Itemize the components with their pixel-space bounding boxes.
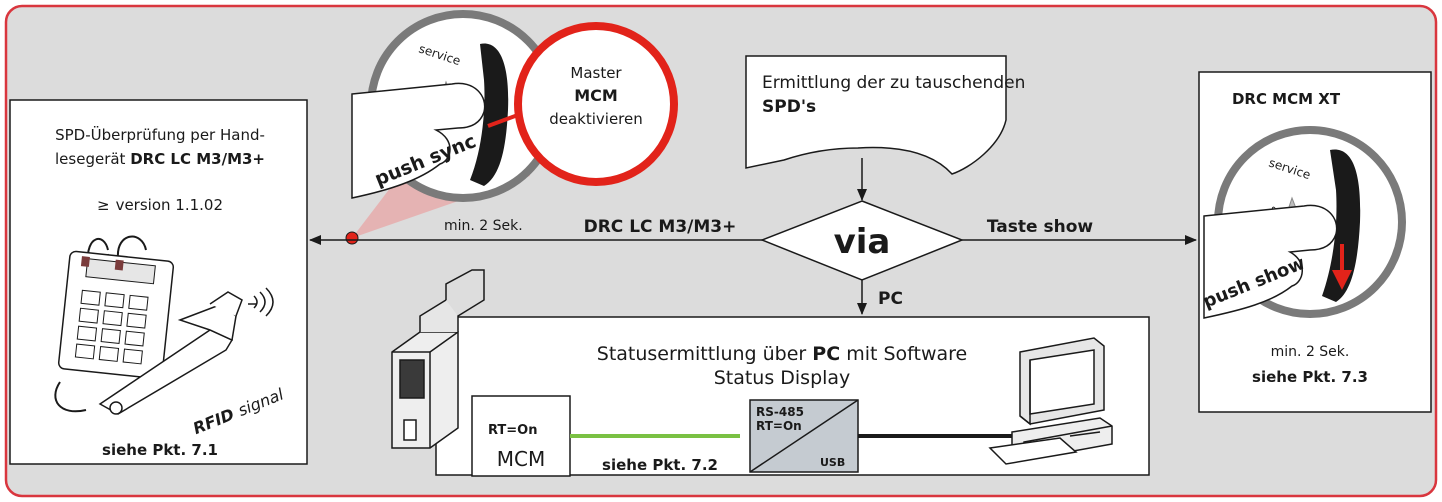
din-rail-device-icon [391, 269, 485, 449]
callout-line2: SPD's [762, 97, 816, 117]
converter-line2: RT=On [756, 419, 802, 433]
right-hand-icon [1203, 204, 1338, 319]
right-branch-label: Taste show [987, 217, 1093, 237]
left-box-line1: SPD-Überprüfung per Hand- [55, 125, 265, 144]
right-box-ref: siehe Pkt. 7.3 [1252, 368, 1368, 386]
mcm-label-box [471, 395, 571, 477]
rfid-signal-waves-icon [248, 287, 274, 317]
left-branch-label: DRC LC M3/M3+ [584, 217, 737, 237]
via-decision-diamond [759, 200, 965, 281]
right-box-title: DRC MCM XT [1232, 90, 1341, 108]
mcm-rt-label: RT=On [488, 423, 538, 438]
computer-icon [988, 337, 1113, 465]
callout-line1: Ermittlung der zu tauschenden [762, 73, 1025, 93]
hand-icon [351, 82, 486, 199]
left-box-version: ≥version 1.1.02 [97, 196, 223, 214]
converter-usb: USB [820, 456, 845, 469]
rfid-wand-icon [54, 291, 243, 415]
mcm-label: MCM [497, 447, 545, 471]
down-branch-label: PC [878, 289, 903, 309]
sync-button-icon [470, 43, 509, 186]
left-duration-label: min. 2 Sek. [444, 218, 523, 234]
show-direction-arrowhead [1332, 270, 1352, 290]
via-label: via [834, 222, 891, 262]
red-origin-dot [345, 231, 359, 245]
master-mcm-circle [514, 22, 678, 186]
converter-diagonal [749, 399, 859, 473]
master-line1: Master [570, 64, 622, 82]
pc-box-ref: siehe Pkt. 7.2 [602, 456, 718, 474]
right-show-button-icon [1322, 149, 1361, 302]
pc-box-line2: Status Display [714, 367, 851, 389]
converter-line1: RS-485 [756, 405, 804, 419]
master-line3: deaktivieren [549, 110, 643, 128]
left-box-line2: lesegerät DRC LC M3/M3+ [55, 150, 265, 168]
pc-box-line1: Statusermittlung über PC mit Software [597, 343, 967, 365]
right-duration-label: min. 2 Sek. [1271, 344, 1350, 360]
left-box-ref: siehe Pkt. 7.1 [102, 441, 218, 459]
master-line2: MCM [574, 86, 618, 105]
callout-bubble [745, 55, 1007, 175]
handheld-reader-icon [57, 235, 175, 380]
